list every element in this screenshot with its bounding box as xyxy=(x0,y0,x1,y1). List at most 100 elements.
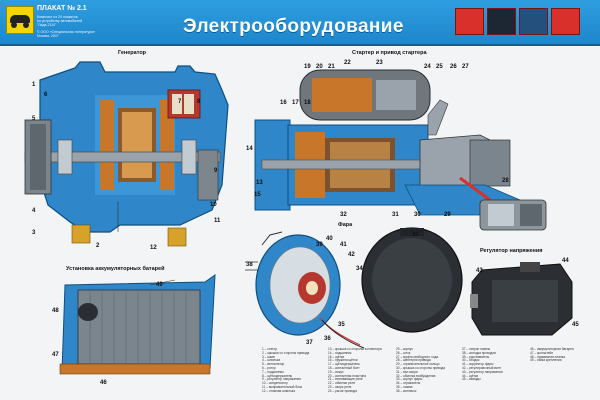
legend-item: 20 – контактная пластина xyxy=(328,373,367,378)
legend-item: 3 – шкив xyxy=(262,354,275,359)
legend-item: 37 – патрон лампы xyxy=(462,347,491,351)
regulator-illustration xyxy=(470,262,573,336)
legend-item: 32 – обмотка возбуждения xyxy=(396,373,436,378)
car-logo-icon xyxy=(6,6,34,34)
legend-item: 16 – пружина щётки xyxy=(328,358,358,363)
callout-40: 40 xyxy=(326,236,333,242)
callout-3: 3 xyxy=(32,230,36,236)
legend-item: 41 – корректор фары xyxy=(462,362,494,367)
plakat-number: ПЛАКАТ № 2.1 xyxy=(37,5,87,12)
legend-item: 31 – вал якоря xyxy=(396,369,418,374)
legend-item: 21 – втягивающее реле xyxy=(328,377,363,382)
callout-4: 4 xyxy=(32,208,36,214)
page-title: Электрооборудование xyxy=(183,16,404,37)
callout-10: 10 xyxy=(210,202,217,208)
callout-18: 18 xyxy=(304,100,311,106)
callout-8: 8 xyxy=(197,99,201,105)
legend-item: 26 – шток xyxy=(396,350,411,355)
legend-column-5: 46 – аккумуляторная батарея 47 – кронште… xyxy=(530,347,574,363)
legend-item: 42 – регулировочный винт xyxy=(462,365,501,370)
legend-item: 30 – крышка со стороны привода xyxy=(396,365,446,370)
callout-5: 5 xyxy=(32,116,36,122)
callout-39: 39 xyxy=(316,242,323,248)
callout-37: 37 xyxy=(306,340,313,346)
legend-item: 28 – шестерня привода xyxy=(396,358,431,363)
legend-item: 12 – стяжная шпилька xyxy=(262,388,295,393)
generator-illustration xyxy=(24,61,229,247)
poster-thumbnails xyxy=(455,8,580,35)
callout-38: 38 xyxy=(246,262,253,268)
legend-item: 24 – рычаг привода xyxy=(328,388,357,393)
thumbnail-4 xyxy=(551,8,580,35)
legend-item: 36 – колпачок xyxy=(396,388,417,393)
legend-item: 18 – контактный болт xyxy=(328,365,360,370)
legend-item: 2 – крышка со стороны привода xyxy=(262,350,310,355)
callout-24: 24 xyxy=(424,64,431,70)
thumbnail-3 xyxy=(519,8,548,35)
legend-item: 49 – гайка крепления xyxy=(530,358,562,363)
legend-item: 45 – выводы xyxy=(462,377,481,382)
callout-1: 1 xyxy=(32,82,36,88)
callout-15: 15 xyxy=(254,192,261,198)
legend-item: 7 – подшипник xyxy=(262,369,284,374)
legend-item: 40 – ободок xyxy=(462,358,480,363)
callout-30: 30 xyxy=(414,212,421,218)
legend-item: 22 – обмотки реле xyxy=(328,381,356,386)
callout-7: 7 xyxy=(178,99,182,105)
legend-item: 4 – шпилька xyxy=(262,358,281,363)
legend-column-3: 25 – корпус 26 – шток 27 – муфта свободн… xyxy=(396,347,446,394)
legend-item: 35 – лампа xyxy=(396,384,413,389)
legend-item: 13 – крышка со стороны коллектора xyxy=(328,347,382,351)
thumbnail-2 xyxy=(487,8,516,35)
legend-item: 48 – прижимная планка xyxy=(530,354,565,359)
legend-item: 44 – щётки xyxy=(462,373,479,378)
subtitle-line-2: по устройству автомобилей xyxy=(37,19,83,23)
callout-17: 17 xyxy=(292,100,299,106)
callout-44: 44 xyxy=(562,258,569,264)
legend-item: 34 – отражатель xyxy=(396,381,421,386)
callout-27: 27 xyxy=(462,64,469,70)
callout-20: 20 xyxy=(316,64,323,70)
callout-46: 46 xyxy=(100,380,107,386)
callout-36: 36 xyxy=(324,336,331,342)
callout-14: 14 xyxy=(246,146,253,152)
callout-11: 11 xyxy=(214,218,221,224)
callout-35: 35 xyxy=(338,322,345,328)
callout-22: 22 xyxy=(344,60,351,66)
callout-47: 47 xyxy=(52,352,59,358)
thumbnail-1 xyxy=(455,8,484,35)
callout-41: 41 xyxy=(340,242,347,248)
starter-title: Стартер и привод стартера xyxy=(352,50,427,56)
callout-48: 48 xyxy=(52,308,59,314)
legend-item: 38 – колодка проводов xyxy=(462,350,496,355)
legend-item: 11 – выпрямительный блок xyxy=(262,384,303,389)
callout-2: 2 xyxy=(96,243,100,249)
battery-title: Установка аккумуляторных батарей xyxy=(66,266,165,272)
callout-23: 23 xyxy=(376,60,383,66)
callout-19: 19 xyxy=(304,64,311,70)
headlight-illustration xyxy=(245,227,463,349)
callout-26: 26 xyxy=(450,64,457,70)
legend-item: 27 – муфта свободного хода xyxy=(396,354,439,359)
callout-16: 16 xyxy=(280,100,287,106)
publisher-line-2: Москва, 2007 xyxy=(37,34,59,38)
callout-45: 45 xyxy=(572,322,579,328)
callout-9: 9 xyxy=(214,168,218,174)
legend-item: 39 – рассеиватель xyxy=(462,354,490,359)
callout-21: 21 xyxy=(328,64,335,70)
legend-item: 9 – регулятор напряжения xyxy=(262,377,301,382)
callout-49: 49 xyxy=(156,282,163,288)
callout-25: 25 xyxy=(436,64,443,70)
legend-item: 1 – статор xyxy=(262,347,278,351)
regulator-title: Регулятор напряжения xyxy=(480,248,543,254)
legend-item: 47 – кронштейн xyxy=(530,350,554,355)
legend-column-2: 13 – крышка со стороны коллектора 14 – п… xyxy=(328,347,382,394)
legend-item: 19 – кожух xyxy=(328,369,344,374)
legend-column-4: 37 – патрон лампы 38 – колодка проводов … xyxy=(462,347,503,382)
legend-item: 25 – корпус xyxy=(396,347,413,351)
generator-title: Генератор xyxy=(118,50,147,56)
legend-item: 5 – вентилятор xyxy=(262,362,285,367)
callout-13: 13 xyxy=(256,180,263,186)
